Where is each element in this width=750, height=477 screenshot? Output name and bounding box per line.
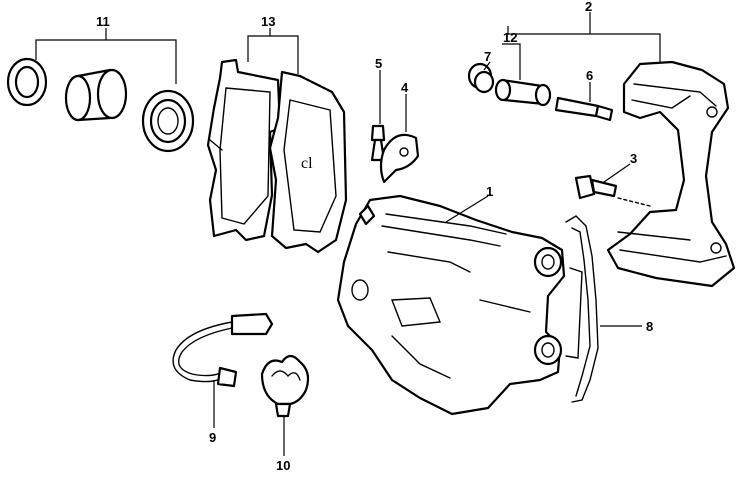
callout-3: 3: [630, 151, 637, 166]
callout-6: 6: [586, 68, 593, 83]
caliper-carrier: [606, 60, 736, 288]
callout-1: 1: [486, 184, 493, 199]
pad-wear-sensor: [172, 312, 274, 388]
callout-8: 8: [646, 319, 653, 334]
callout-9: 9: [209, 430, 216, 445]
sensor-clip: [260, 354, 310, 418]
dust-boot: [141, 89, 195, 153]
callout-numbers: 1 2 3 4 5 6 7 8 9 10 11 12 13: [96, 0, 653, 473]
bleeder-screw: [370, 124, 386, 162]
callout-5: 5: [375, 56, 382, 71]
seal-ring: [6, 57, 48, 107]
guide-pin: [554, 96, 614, 122]
leader-lines: [35, 12, 661, 456]
piston: [64, 68, 128, 122]
callout-11: 11: [96, 14, 110, 29]
callout-2: 2: [585, 0, 592, 14]
bleeder-cap: [379, 133, 420, 184]
inner-brake-pad: [206, 58, 282, 242]
guide-pin-caps: [467, 62, 495, 94]
brake-pads: cl: [206, 58, 348, 254]
mounting-bolt: [574, 174, 651, 207]
callout-12: 12: [503, 30, 517, 45]
callout-7: 7: [484, 49, 491, 64]
caliper-housing: [336, 194, 566, 416]
guide-bushing: [494, 78, 552, 107]
callout-13: 13: [261, 14, 275, 29]
callout-4: 4: [401, 80, 409, 95]
pad-marking-text: cl: [301, 155, 313, 172]
outer-brake-pad: cl: [268, 70, 348, 254]
callout-10: 10: [276, 458, 290, 473]
piston-seal-kit: [6, 57, 195, 153]
anti-rattle-spring: [565, 215, 599, 403]
